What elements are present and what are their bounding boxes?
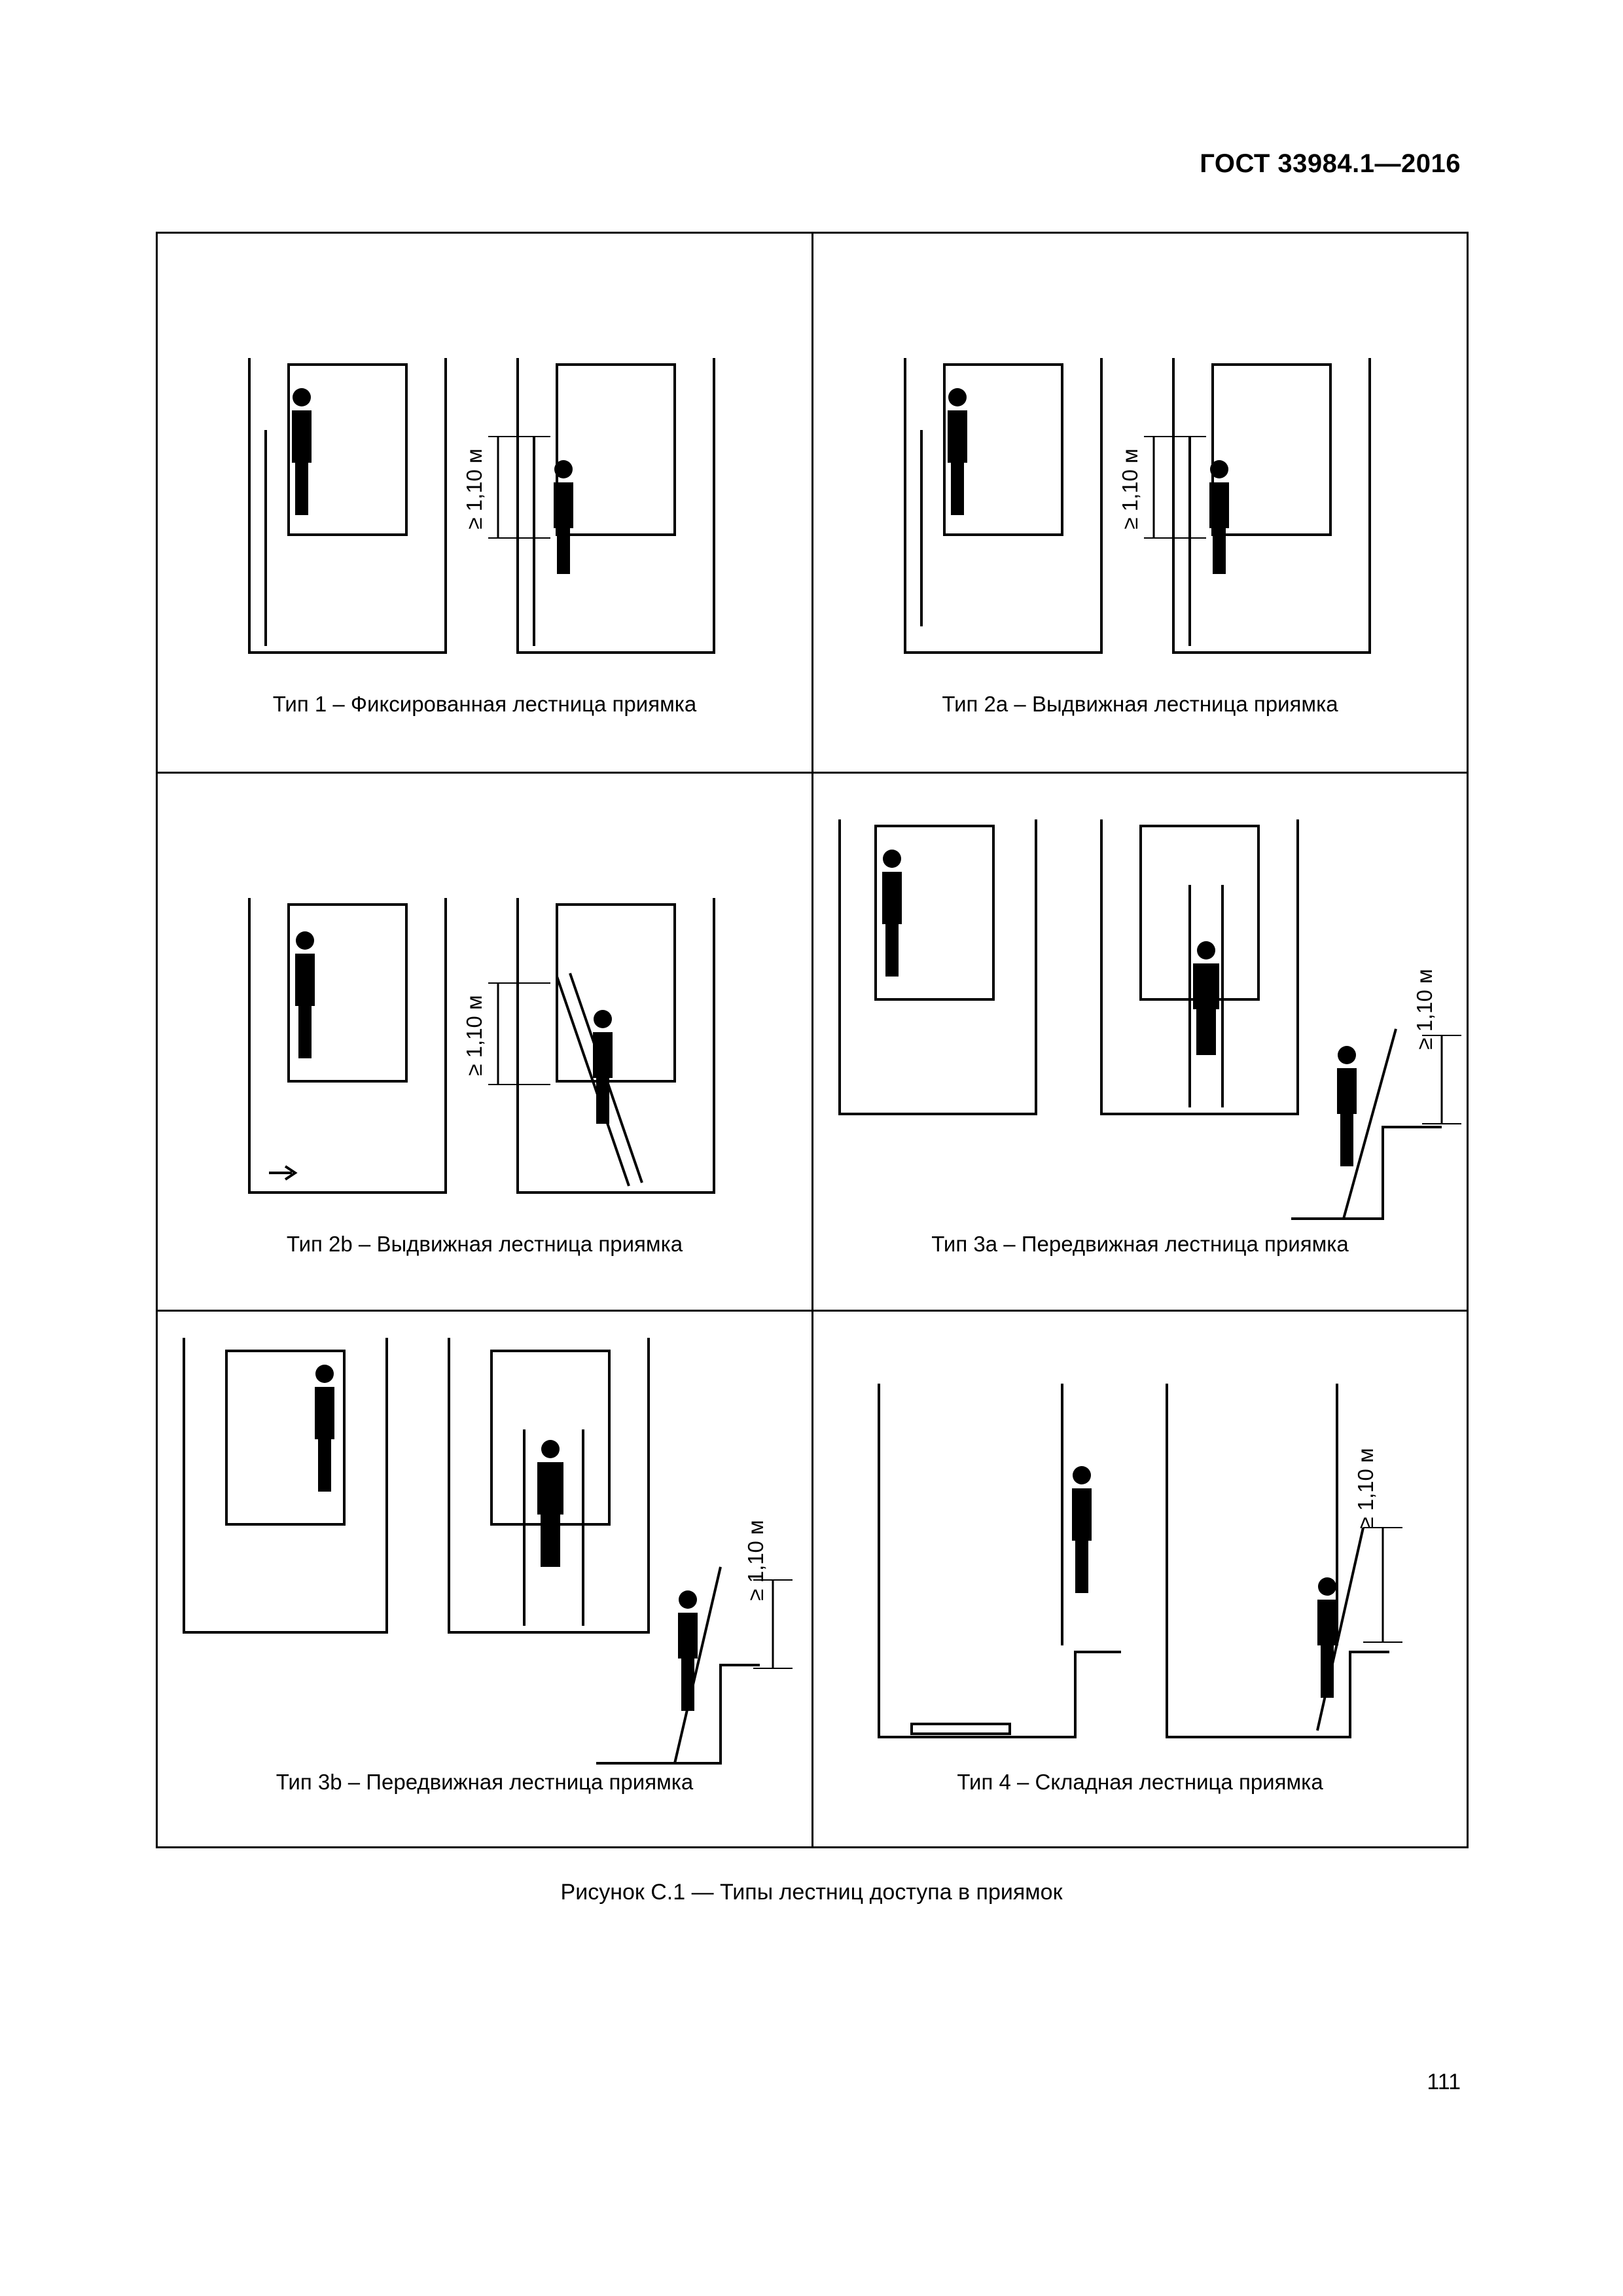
retractable-ladder-icon: ≥ 1,10 м — [248, 898, 715, 1194]
dimension-label: ≥ 1,10 м — [1353, 1448, 1378, 1528]
movable-ladder-icon: ≥ 1,10 м — [838, 819, 1461, 1220]
panel-caption: Тип 4 – Складная лестница приямка — [957, 1770, 1323, 1794]
panel-type-1: ≥ 1,10 м Тип 1 – Фиксированная лестница … — [158, 234, 812, 772]
grid-divider-horizontal-1 — [158, 772, 1467, 774]
document-header: ГОСТ 33984.1—2016 — [1200, 149, 1461, 178]
figure-grid: ≥ 1,10 м Тип 1 – Фиксированная лестница … — [156, 232, 1469, 1848]
grid-divider-horizontal-2 — [158, 1310, 1467, 1312]
movable-ladder-icon: ≥ 1,10 м — [183, 1338, 793, 1765]
dimension-label: ≥ 1,10 м — [1412, 969, 1436, 1049]
panel-caption: Тип 2b – Выдвижная лестница приямка — [286, 1232, 683, 1256]
panel-type-3a: ≥ 1,10 м Тип 3а – Передвижная лестница п… — [813, 774, 1467, 1310]
panel-type-4: ≥ 1,10 м Тип 4 – Складная лестница приям… — [813, 1312, 1467, 1846]
panel-type-3b: ≥ 1,10 м Тип 3b – Передвижная лестница п… — [158, 1312, 812, 1846]
folding-ladder-icon: ≥ 1,10 м — [878, 1384, 1402, 1738]
panel-caption: Тип 3а – Передвижная лестница приямка — [931, 1232, 1349, 1256]
dimension-label: ≥ 1,10 м — [462, 995, 486, 1075]
panel-type-2b: ≥ 1,10 м Тип 2b – Выдвижная лестница при… — [158, 774, 812, 1310]
grid-divider-vertical — [812, 234, 813, 1846]
figure-caption: Рисунок С.1 — Типы лестниц доступа в при… — [560, 1880, 1063, 1905]
panel-caption: Тип 2а – Выдвижная лестница приямка — [942, 692, 1338, 716]
dimension-label: ≥ 1,10 м — [743, 1520, 768, 1600]
panel-caption: Тип 3b – Передвижная лестница приямка — [276, 1770, 694, 1794]
panel-type-2a: ≥ 1,10 м Тип 2а – Выдвижная лестница при… — [813, 234, 1467, 772]
dimension-label: ≥ 1,10 м — [462, 448, 486, 529]
fixed-ladder-icon: ≥ 1,10 м — [248, 358, 715, 654]
panel-caption: Тип 1 – Фиксированная лестница приямка — [272, 692, 697, 716]
page-number: 111 — [1427, 2070, 1461, 2094]
retractable-ladder-icon: ≥ 1,10 м — [904, 358, 1371, 654]
dimension-label: ≥ 1,10 м — [1118, 448, 1142, 529]
